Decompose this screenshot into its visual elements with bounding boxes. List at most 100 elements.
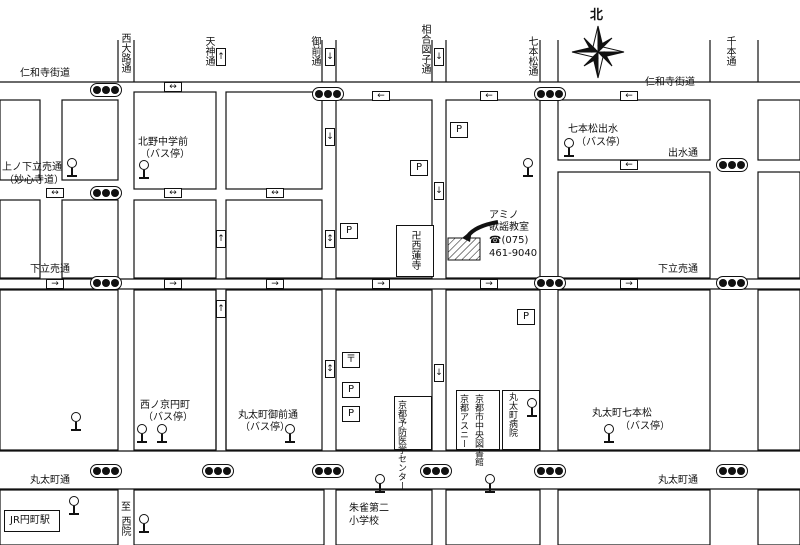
traffic-light (534, 87, 566, 101)
two-way-arrow-icon: ↔ (266, 188, 284, 198)
street-shimodachiuri-left: 下立売通 (30, 264, 70, 275)
down-arrow-icon: ↓ (434, 48, 444, 66)
two-way-arrow-icon: ↔ (46, 188, 64, 198)
hospital-label: 丸太町病院 (507, 392, 517, 437)
road-edges (0, 40, 800, 490)
bus-marutamachi-onmae-label: 丸太町御前通 (238, 410, 298, 421)
right-arrow-icon: → (372, 279, 390, 289)
bus-stop-icon (563, 138, 575, 158)
bus-stop-icon (603, 424, 615, 444)
street-marutamachi-left: 丸太町通 (30, 475, 70, 486)
bus-stop-icon (68, 496, 80, 516)
bus-stop-icon (66, 158, 78, 178)
north-label: 北 (590, 8, 604, 23)
parking-icon: P (410, 160, 428, 176)
left-arrow-icon: ← (620, 160, 638, 170)
down-arrow-icon: ↓ (325, 128, 335, 146)
traffic-light (716, 276, 748, 290)
bus-shichihonmatsu-demizu-sub: （バス停） (576, 137, 626, 148)
road-gaps (0, 82, 800, 489)
right-arrow-icon: → (266, 279, 284, 289)
down-arrow-icon: ↓ (434, 182, 444, 200)
traffic-light (90, 186, 122, 200)
two-way-arrow-icon: ↔ (164, 188, 182, 198)
bus-stop-icon (156, 424, 168, 444)
direction-nishiin: 西院 (119, 516, 130, 536)
street-onmae: 御前通 (309, 36, 320, 66)
direction-to: 至 (121, 502, 131, 513)
school-label-1: 朱雀第二 (349, 503, 389, 514)
bus-kitano-label: 北野中学前 (138, 137, 188, 148)
down-arrow-icon: ↓ (434, 364, 444, 382)
left-arrow-icon: ← (480, 91, 498, 101)
bus-stop-icon (484, 474, 496, 494)
street-kaminoshimo: 上ノ下立売通 (2, 162, 62, 173)
left-arrow-icon: ← (620, 91, 638, 101)
traffic-light (716, 158, 748, 172)
traffic-light (312, 464, 344, 478)
street-shichihonmatsu: 七本松通 (526, 36, 537, 76)
traffic-light (90, 83, 122, 97)
temple-label: 卍西蓮寺 (409, 230, 420, 270)
down-arrow-icon: ↓ (325, 48, 335, 66)
library-label: 京都市中央図書館 (473, 394, 483, 466)
two-way-vertical-arrow-icon: ↕ (325, 360, 335, 378)
post-office-icon: 〒 (342, 352, 360, 368)
bus-stop-icon (374, 474, 386, 494)
traffic-light (90, 276, 122, 290)
right-arrow-icon: → (620, 279, 638, 289)
yobo-label: 京都予防医学センター (396, 400, 406, 490)
street-aimachizushi: 相合図子通 (419, 24, 430, 74)
bus-stop-icon (138, 514, 150, 534)
amino-label-1: アミノ (489, 210, 519, 221)
bus-nishinokyo-sub: （バス停） (143, 412, 193, 423)
compass-rose (571, 25, 625, 79)
temple-building (396, 225, 434, 277)
street-ninnaji-left: 仁和寺街道 (20, 68, 70, 79)
amino-tel-2: 461-9040 (489, 248, 538, 259)
bus-shichihonmatsu-demizu-label: 七本松出水 (568, 124, 618, 135)
parking-icon: P (450, 122, 468, 138)
street-kaminoshimo-sub: （妙心寺道） (4, 175, 64, 186)
traffic-light (534, 464, 566, 478)
bus-stop-icon (526, 398, 538, 418)
street-ninnaji-right: 仁和寺街道 (645, 77, 695, 88)
school-building (340, 500, 406, 530)
traffic-light (90, 464, 122, 478)
yobo-building (394, 396, 432, 450)
traffic-light (716, 464, 748, 478)
up-arrow-icon: ↑ (216, 300, 226, 318)
street-senbon: 千本通 (724, 36, 735, 66)
street-demizu: 出水通 (668, 148, 698, 159)
bus-marutamachi-shichi-label: 丸太町七本松 (592, 408, 652, 419)
bus-kitano-sub: （バス停） (140, 149, 190, 160)
up-arrow-icon: ↑ (216, 230, 226, 248)
bus-stop-icon (70, 412, 82, 432)
library-building (456, 390, 500, 450)
parking-icon: P (342, 406, 360, 422)
parking-icon: P (342, 382, 360, 398)
traffic-light (312, 87, 344, 101)
street-nishioji: 西大路通 (119, 33, 130, 73)
street-marutamachi-right: 丸太町通 (658, 475, 698, 486)
parking-icon: P (340, 223, 358, 239)
traffic-light (420, 464, 452, 478)
street-tenjin: 天神通 (203, 36, 214, 66)
bus-stop-icon (138, 160, 150, 180)
right-arrow-icon: → (46, 279, 64, 289)
city-blocks (0, 91, 800, 545)
parking-icon: P (517, 309, 535, 325)
up-arrow-icon: ↑ (216, 48, 226, 66)
two-way-arrow-icon: ↔ (164, 82, 182, 92)
traffic-light (202, 464, 234, 478)
right-arrow-icon: → (480, 279, 498, 289)
bus-stop-icon (284, 424, 296, 444)
bus-marutamachi-onmae-sub: （バス停） (240, 422, 290, 433)
school-label-2: 小学校 (349, 516, 379, 527)
jr-station-label: JR円町駅 (10, 515, 50, 526)
jr-station (4, 510, 60, 532)
left-arrow-icon: ← (372, 91, 390, 101)
bus-nishinokyo-label: 西ノ京円町 (140, 400, 190, 411)
bus-marutamachi-shichi-sub: （バス停） (620, 421, 670, 432)
amino-tel-1: ☎(075) (489, 235, 529, 246)
